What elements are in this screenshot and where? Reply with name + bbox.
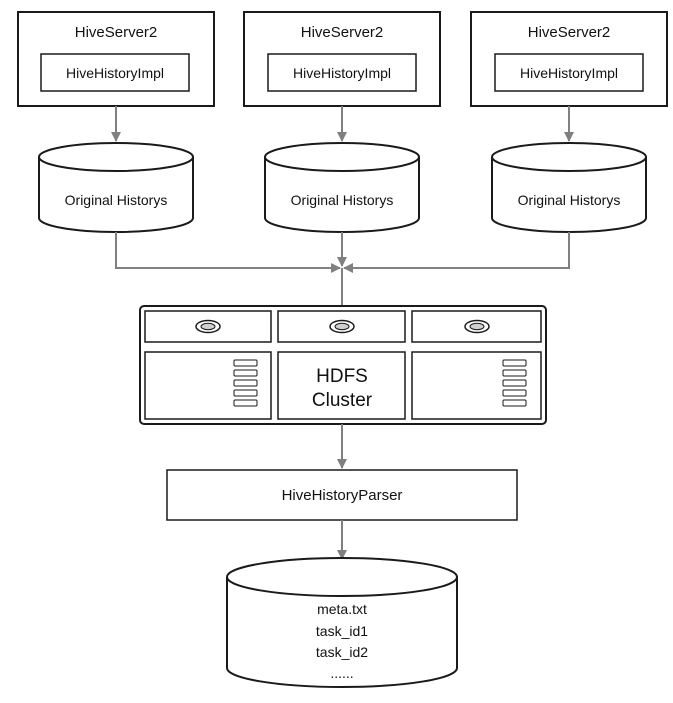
cluster-label: Cluster [312, 390, 373, 411]
file-ellipsis: ...... [330, 665, 353, 681]
hivehistoryimpl-box-3 [494, 53, 644, 92]
hivehistoryimpl-box-1 [40, 53, 190, 92]
original-historys-db-3: Original Historys [491, 142, 647, 233]
arrow-db1-to-merge [115, 232, 341, 273]
hivehistoryimpl-label-2: HiveHistoryImpl [293, 65, 391, 81]
file-meta-txt: meta.txt [317, 601, 367, 617]
drive-bays-icon [233, 359, 258, 407]
hiveserver2-node-3: HiveServer2 HiveHistoryImpl [470, 11, 668, 107]
hivehistoryparser-box: HiveHistoryParser [166, 469, 518, 521]
drive-bays-icon [502, 359, 527, 407]
original-historys-label-3: Original Historys [518, 192, 621, 208]
file-task-id1: task_id1 [316, 623, 368, 639]
hiveserver2-title-2: HiveServer2 [301, 24, 384, 41]
hivehistoryimpl-label-3: HiveHistoryImpl [520, 65, 618, 81]
hivehistoryimpl-box-2 [267, 53, 417, 92]
arrow-db3-to-merge [343, 232, 570, 273]
original-historys-db-2: Original Historys [264, 142, 420, 233]
output-files-db: meta.txt task_id1 task_id2 ...... [226, 557, 458, 688]
hiveserver2-node-2: HiveServer2 HiveHistoryImpl [243, 11, 441, 107]
merge-connectors [115, 232, 570, 307]
original-historys-label-1: Original Historys [65, 192, 168, 208]
hivehistoryparser-label: HiveHistoryParser [282, 487, 403, 504]
hiveserver2-title-3: HiveServer2 [528, 24, 611, 41]
original-historys-label-2: Original Historys [291, 192, 394, 208]
server-unit-2: HDFS Cluster [277, 310, 406, 420]
server-unit-3 [411, 310, 542, 420]
hiveserver2-node-1: HiveServer2 HiveHistoryImpl [17, 11, 215, 107]
server-unit-1 [144, 310, 272, 420]
hivehistoryimpl-label-1: HiveHistoryImpl [66, 65, 164, 81]
hdfs-label: HDFS [316, 366, 368, 387]
file-task-id2: task_id2 [316, 644, 368, 660]
original-historys-db-1: Original Historys [38, 142, 194, 233]
hdfs-cluster: HDFS Cluster [139, 305, 547, 425]
hiveserver2-title-1: HiveServer2 [75, 24, 158, 41]
